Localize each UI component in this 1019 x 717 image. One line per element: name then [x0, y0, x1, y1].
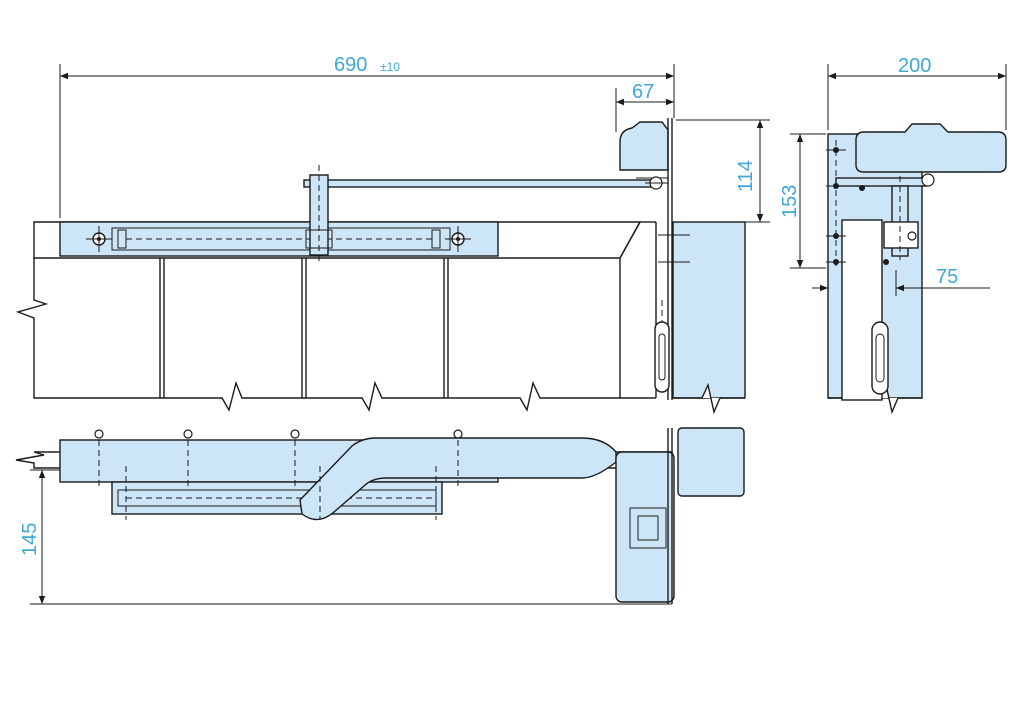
dimension-lines — [30, 64, 1007, 605]
screw-icon — [826, 147, 935, 265]
plan-view — [15, 427, 745, 604]
dim-200: 200 — [898, 55, 931, 77]
plan-frame — [677, 427, 745, 497]
dim-145: 145 — [19, 523, 41, 556]
dimension-labels: 690 ±10 67 114 200 153 75 145 — [19, 54, 958, 556]
door-frame — [672, 221, 746, 399]
dim-690: 690 — [334, 54, 367, 76]
dim-153: 153 — [779, 185, 801, 218]
dim-690-tolerance: ±10 — [380, 60, 400, 74]
side-closer — [855, 123, 1007, 173]
dim-75: 75 — [936, 266, 958, 288]
screw-icon — [86, 226, 112, 252]
screw-icon — [445, 226, 471, 252]
plan-closer — [615, 451, 675, 603]
dim-114: 114 — [735, 160, 757, 192]
closer-body — [619, 121, 669, 171]
side-elevation — [826, 123, 1007, 415]
screw-icon — [94, 429, 463, 520]
dim-67: 67 — [632, 81, 654, 103]
arm — [303, 179, 657, 188]
plan-arm — [299, 437, 617, 521]
front-elevation — [15, 118, 746, 415]
door-leaf — [15, 221, 642, 412]
